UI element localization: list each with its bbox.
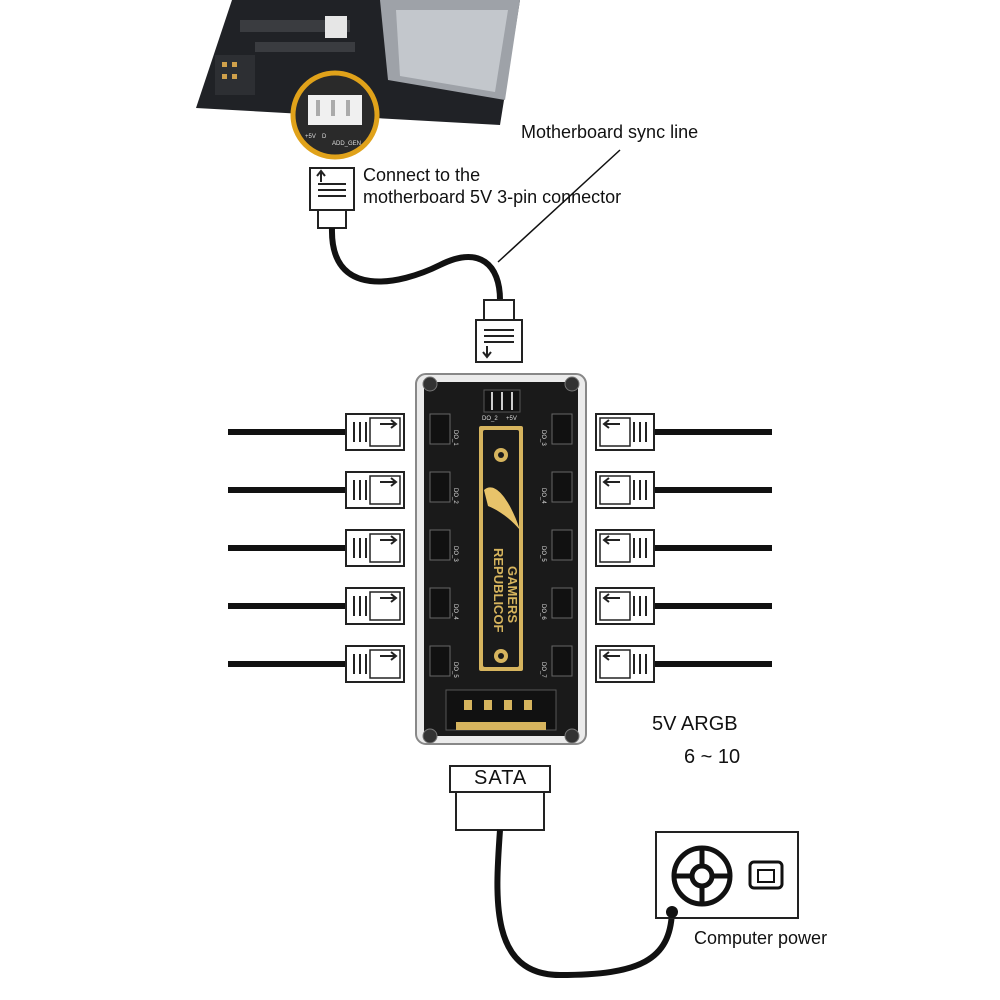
argb-hub-board: DO_2 +5V REPUBLICOF GAMERS xyxy=(415,373,587,745)
port-label: DO_3 xyxy=(540,430,546,446)
hub-input-connector xyxy=(475,299,523,363)
rog-logo-icon xyxy=(484,487,520,530)
computer-power-supply xyxy=(655,831,799,919)
arrow-left-icon xyxy=(602,593,620,603)
sync-leader-line xyxy=(497,149,621,263)
port-label: DO_7 xyxy=(540,662,546,678)
arrow-left-icon xyxy=(602,535,620,545)
left-cable-5 xyxy=(228,645,405,683)
argb-label-line-2: 6 ~ 10 xyxy=(684,746,741,768)
arrow-down-icon xyxy=(482,346,492,359)
arrow-right-icon xyxy=(380,535,398,545)
fan-icon xyxy=(671,845,733,907)
brand-line-1: REPUBLICOF xyxy=(491,548,506,633)
power-cable xyxy=(494,829,675,979)
arrow-left-icon xyxy=(602,651,620,661)
port-label: DO_1 xyxy=(452,430,458,446)
port-label: DO_6 xyxy=(540,604,546,620)
arrow-up-icon xyxy=(316,169,326,182)
motherboard-header-zoom: +5V D ADD_GEN xyxy=(290,70,380,160)
right-output-cables xyxy=(595,413,772,683)
right-port-headers: DO_3 DO_4 DO_5 DO_6 DO_7 xyxy=(540,413,573,678)
computer-power-label: Computer power xyxy=(694,928,828,948)
left-port-headers: DO_1 DO_2 DO_3 DO_4 DO_5 xyxy=(429,413,458,678)
argb-label-line-1: 5V ARGB xyxy=(652,713,738,735)
right-cable-5 xyxy=(595,645,772,683)
connect-label-line-2: motherboard 5V 3-pin connector xyxy=(363,187,622,207)
arrow-left-icon xyxy=(602,419,620,429)
motherboard-connector xyxy=(309,167,355,229)
right-cable-4 xyxy=(595,587,772,625)
arrow-right-icon xyxy=(380,419,398,429)
sata-connector xyxy=(449,765,551,831)
arrow-right-icon xyxy=(380,477,398,487)
left-cable-3 xyxy=(228,529,405,567)
sync-cable xyxy=(328,227,503,301)
header-pin-label: D xyxy=(322,134,327,140)
port-label: DO_4 xyxy=(540,488,546,504)
right-cable-2 xyxy=(595,471,772,509)
port-label: DO_4 xyxy=(452,604,458,620)
header-label: +5V xyxy=(506,416,517,422)
right-cable-3 xyxy=(595,529,772,567)
connect-label-line-1: Connect to the xyxy=(363,165,481,185)
arrow-right-icon xyxy=(380,651,398,661)
port-label: DO_5 xyxy=(452,662,458,678)
motherboard xyxy=(196,0,520,125)
left-cable-2 xyxy=(228,471,405,509)
right-cable-1 xyxy=(595,413,772,451)
left-output-cables xyxy=(228,413,405,683)
arrow-right-icon xyxy=(380,593,398,603)
sync-line-label: Motherboard sync line xyxy=(521,122,699,142)
header-pin-label: ADD_GEN xyxy=(332,141,361,147)
header-label: DO_2 xyxy=(482,416,498,422)
left-cable-4 xyxy=(228,587,405,625)
arrow-left-icon xyxy=(602,477,620,487)
header-pin-label: +5V xyxy=(305,134,316,140)
power-socket-icon xyxy=(748,860,784,890)
port-label: DO_3 xyxy=(452,546,458,562)
left-cable-1 xyxy=(228,413,405,451)
port-label: DO_2 xyxy=(452,488,458,504)
sata-label: SATA xyxy=(474,767,528,789)
port-label: DO_5 xyxy=(540,546,546,562)
brand-line-2: GAMERS xyxy=(505,566,520,623)
